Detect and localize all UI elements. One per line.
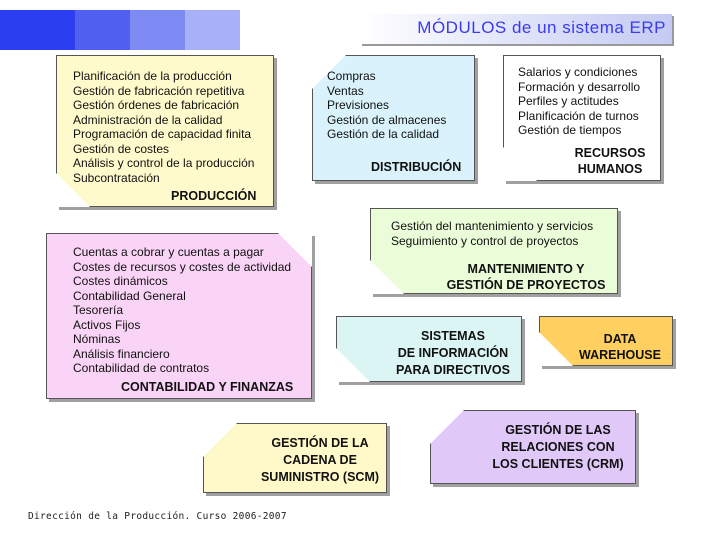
list-item: Contabilidad de contratos	[73, 361, 210, 375]
list-item: Tesorería	[73, 303, 124, 317]
distribution-items: Compras Ventas Previsiones Gestión de al…	[327, 69, 446, 142]
footer-text: Dirección de la Producción. Curso 2006-2…	[28, 511, 287, 522]
list-item: Administración de la calidad	[73, 112, 223, 127]
fold-corner	[370, 260, 404, 294]
list-item: Planificación de la producción	[73, 69, 232, 83]
human-resources-label: RECURSOS HUMANOS	[574, 146, 646, 176]
title-bar: MÓDULOS de un sistema ERP	[360, 14, 672, 44]
list-item: Gestión de almacenes	[327, 112, 447, 127]
list-item: Activos Fijos	[73, 317, 141, 332]
list-item: Costes dinámicos	[73, 274, 168, 288]
production-items: Planificación de la producción Gestión d…	[73, 69, 254, 185]
fold-corner	[503, 147, 537, 181]
supply-chain-label: GESTIÓN DE LA CADENA DE SUMINISTRO (SCM)	[260, 436, 380, 484]
list-item: Formación y desarrollo	[518, 79, 641, 94]
list-item: Análisis y control de la producción	[73, 156, 255, 170]
fold-corner	[203, 423, 237, 457]
list-item: Perfiles y actitudes	[518, 94, 619, 108]
production-note: Planificación de la producción Gestión d…	[56, 55, 274, 207]
list-item: Gestión órdenes de fabricación	[73, 98, 240, 112]
executive-info-label: SISTEMAS DE INFORMACIÓN PARA DIRECTIVOS	[396, 329, 510, 377]
executive-info-note: SISTEMAS DE INFORMACIÓN PARA DIRECTIVOS	[336, 316, 522, 382]
list-item: Gestión de fabricación repetitiva	[73, 83, 245, 98]
human-resources-items: Salarios y condiciones Formación y desar…	[518, 65, 640, 138]
list-item: Salarios y condiciones	[518, 65, 638, 79]
accounting-note: Cuentas a cobrar y cuentas a pagar Coste…	[46, 233, 312, 399]
maintenance-note: Gestión del mantenimiento y servicios Se…	[370, 208, 618, 294]
list-item: Gestión de tiempos	[518, 123, 622, 137]
accent-block-2	[75, 10, 130, 50]
list-item: Previsiones	[327, 98, 390, 112]
list-item: Cuentas a cobrar y cuentas a pagar	[73, 245, 264, 259]
list-item: Nóminas	[73, 332, 121, 346]
page-title: MÓDULOS de un sistema ERP	[417, 18, 666, 37]
distribution-label: DISTRIBUCIÓN	[371, 160, 462, 174]
accent-block-3	[130, 10, 185, 50]
data-warehouse-label: DATA WAREHOUSE	[579, 332, 661, 362]
fold-corner	[430, 410, 464, 444]
list-item: Compras	[327, 69, 376, 83]
list-item: Ventas	[327, 83, 364, 98]
list-item: Gestión de costes	[73, 141, 170, 156]
supply-chain-note: GESTIÓN DE LA CADENA DE SUMINISTRO (SCM)	[203, 423, 387, 493]
accounting-items: Cuentas a cobrar y cuentas a pagar Coste…	[73, 245, 291, 376]
production-label: PRODUCCIÓN	[171, 189, 257, 203]
accent-block-1	[0, 10, 75, 50]
list-item: Contabilidad General	[73, 288, 186, 303]
list-item: Gestión del mantenimiento y servicios	[391, 219, 594, 233]
list-item: Costes de recursos y costes de actividad	[73, 259, 292, 274]
data-warehouse-note: DATA WAREHOUSE	[539, 316, 673, 366]
list-item: Seguimiento y control de proyectos	[391, 233, 579, 248]
list-item: Subcontratación	[73, 170, 160, 185]
list-item: Programación de capacidad finita	[73, 127, 252, 141]
list-item: Análisis financiero	[73, 346, 170, 361]
maintenance-items: Gestión del mantenimiento y servicios Se…	[391, 219, 593, 248]
accounting-label: CONTABILIDAD Y FINANZAS	[121, 380, 294, 394]
list-item: Planificación de turnos	[518, 108, 639, 123]
fold-corner	[336, 348, 370, 382]
human-resources-note: Salarios y condiciones Formación y desar…	[503, 55, 661, 181]
accent-block-4	[185, 10, 240, 50]
list-item: Gestión de la calidad	[327, 127, 440, 141]
distribution-note: Compras Ventas Previsiones Gestión de al…	[312, 55, 475, 181]
crm-note: GESTIÓN DE LAS RELACIONES CON LOS CLIENT…	[430, 410, 636, 484]
maintenance-label: MANTENIMIENTO Y GESTIÓN DE PROYECTOS	[446, 262, 606, 292]
crm-label: GESTIÓN DE LAS RELACIONES CON LOS CLIENT…	[492, 423, 624, 471]
